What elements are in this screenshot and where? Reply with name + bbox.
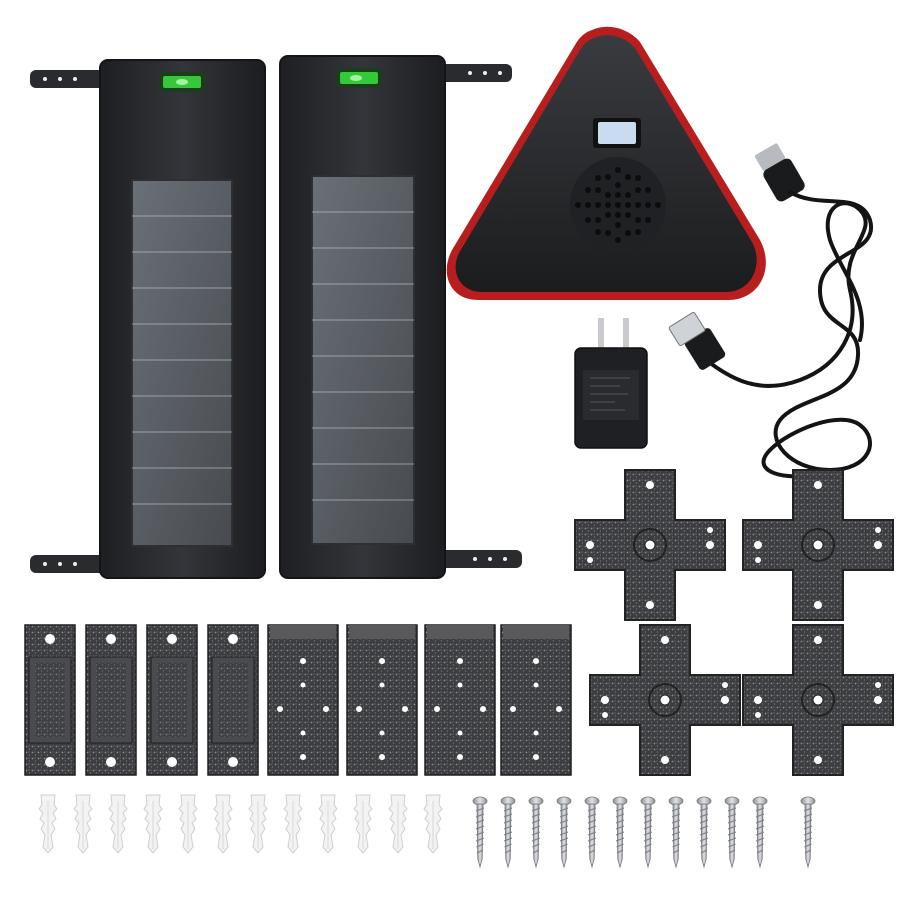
- screws: [472, 796, 816, 868]
- cross-plate-2: [742, 469, 894, 621]
- wall-anchors: [38, 794, 443, 854]
- alarm-receiver: [446, 26, 766, 300]
- l-bracket-1: [267, 624, 339, 776]
- sensor-left: [30, 59, 266, 579]
- usb-wall-adapter: [574, 318, 648, 449]
- usb-power-cable: [668, 143, 874, 479]
- l-bracket-3: [424, 624, 496, 776]
- pipe-clamp-4: [207, 624, 259, 776]
- solar-panel: [311, 175, 415, 545]
- sensor-right: [279, 55, 522, 579]
- l-bracket-4: [500, 624, 572, 776]
- cross-plate-1: [574, 469, 726, 621]
- cross-plate-3: [589, 624, 741, 776]
- pipe-clamp-3: [146, 624, 198, 776]
- pipe-clamp-1: [24, 624, 76, 776]
- pipe-clamp-2: [85, 624, 137, 776]
- cross-plate-4: [742, 624, 894, 776]
- l-bracket-2: [346, 624, 418, 776]
- solar-panel: [131, 179, 233, 547]
